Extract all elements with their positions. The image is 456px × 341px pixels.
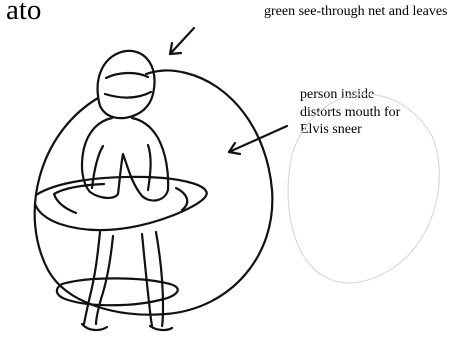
right-foot bbox=[150, 326, 172, 330]
arrow-to-net-shaft bbox=[229, 126, 287, 152]
ground-ellipse bbox=[57, 278, 178, 305]
right-arm bbox=[148, 145, 151, 190]
outer-net-outline bbox=[35, 70, 273, 314]
left-foot bbox=[82, 324, 107, 330]
face-band-lower bbox=[105, 92, 151, 98]
left-arm bbox=[92, 146, 103, 188]
skirt-ring-inner bbox=[54, 184, 104, 213]
right-leg-inner bbox=[156, 232, 163, 326]
face-band bbox=[106, 73, 148, 78]
skirt-ring-right-edge bbox=[176, 188, 187, 210]
arrow-to-head-shaft bbox=[170, 28, 194, 54]
head-outline bbox=[98, 51, 155, 118]
torso-outline bbox=[82, 118, 168, 201]
background-faint-circle bbox=[288, 94, 439, 283]
